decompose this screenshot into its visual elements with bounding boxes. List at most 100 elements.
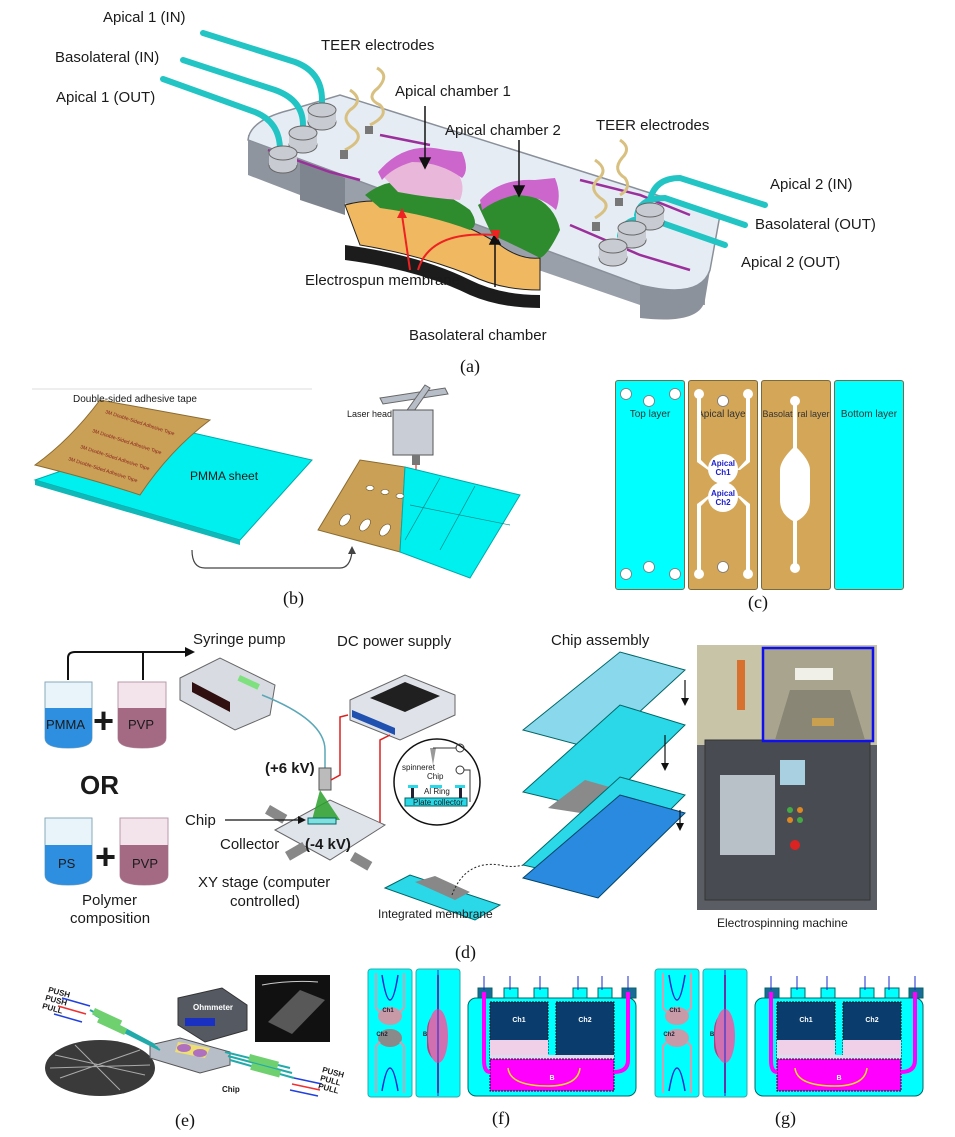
right-connectors xyxy=(598,202,665,267)
label-ps: PS xyxy=(58,856,76,871)
assembly-arrows xyxy=(664,680,686,825)
label-pvp-1: PVP xyxy=(128,717,155,732)
hv-wire-positive xyxy=(330,714,349,781)
label-apical-ch1-a: Apical xyxy=(711,459,735,468)
teer-electrodes-right xyxy=(592,138,630,220)
panel-a: Apical 1 (IN) Basolateral (IN) Apical 1 … xyxy=(0,0,955,380)
laser-cut-tape-sheet xyxy=(317,459,406,553)
label-electrospinning-machine: Electrospinning machine xyxy=(717,916,848,930)
tube-basolateral-in xyxy=(180,57,306,133)
caption-b: (b) xyxy=(283,588,304,608)
membrane-red-arrows xyxy=(401,214,496,271)
label-dc-power-supply: DC power supply xyxy=(337,633,452,650)
label-inset-chip: Chip xyxy=(427,772,444,781)
laser-cut-pmma-sheet xyxy=(399,466,521,579)
layer-apical-label: Apical layer xyxy=(697,409,749,420)
apical-channels xyxy=(694,389,753,579)
assembly-top-layer xyxy=(521,651,687,751)
tube-apical2-in xyxy=(647,174,768,208)
label-minus-4kv: (-4 kV) xyxy=(305,836,351,853)
panel-e-teer-setup xyxy=(45,975,330,1097)
hv-wire-negative xyxy=(379,734,391,825)
label-xy-stage-2: controlled) xyxy=(230,893,301,910)
panel-a-device-illustration xyxy=(160,30,768,320)
flow-arrows-right xyxy=(289,1077,323,1097)
left-connectors xyxy=(268,102,337,174)
label-integrated-membrane: Integrated membrane xyxy=(378,907,493,921)
caption-c: (c) xyxy=(748,592,768,612)
label-teer-electrodes-right: TEER electrodes xyxy=(596,117,710,134)
label-chip-assembly: Chip assembly xyxy=(551,632,650,649)
assembly-bottom-layer xyxy=(521,794,686,899)
beaker-pvp-2 xyxy=(119,817,169,886)
port-holes xyxy=(620,388,729,580)
label-double-sided-tape: Double-sided adhesive tape xyxy=(73,394,197,405)
electrospun-membrane-green-1 xyxy=(365,181,475,230)
layer-bottom-label: Bottom layer xyxy=(840,409,898,420)
caption-e: (e) xyxy=(175,1110,195,1130)
layer-top-label: Top layer xyxy=(629,409,671,420)
beaker-pvp-1 xyxy=(117,681,167,749)
label-basolateral-chamber: Basolateral chamber xyxy=(409,327,547,344)
label-pvp-2: PVP xyxy=(132,856,159,871)
label-plus-6kv: (+6 kV) xyxy=(265,760,315,777)
electrospinning-photo xyxy=(697,645,877,910)
apical-chamber-1-cells xyxy=(382,157,463,200)
adhesive-tape-sheet xyxy=(33,399,212,496)
dc-power-supply xyxy=(349,674,456,741)
label-apical1-out: Apical 1 (OUT) xyxy=(56,89,156,106)
annotation-arrows xyxy=(418,106,526,287)
label-apical2-out: Apical 2 (OUT) xyxy=(741,254,841,271)
caption-d: (d) xyxy=(455,942,476,962)
label-inset-plate-collector: Plate collector xyxy=(413,798,464,807)
layer-bottom: Bottom layer xyxy=(834,380,904,590)
panel-d: Syringe pump DC power supply Chip assemb… xyxy=(0,620,955,962)
feed-tube xyxy=(261,694,326,768)
label-polymer-composition-2: composition xyxy=(70,910,151,927)
label-laser-head: Laser head xyxy=(347,409,393,419)
chip-photo xyxy=(255,975,330,1042)
caption-g: (g) xyxy=(775,1108,796,1128)
chip-device xyxy=(149,1037,231,1074)
label-plus-1: + xyxy=(93,700,115,741)
basolateral-channel xyxy=(780,396,810,573)
label-pmma: PMMA xyxy=(46,717,85,732)
label-apical-ch2-a: Apical xyxy=(711,489,735,498)
caption-f: (f) xyxy=(492,1108,510,1128)
membrane-sem-image xyxy=(45,1040,155,1096)
label-apical-chamber-1: Apical chamber 1 xyxy=(395,83,511,100)
label-polymer-composition-1: Polymer xyxy=(82,892,138,909)
label-chip-e: Chip xyxy=(222,1085,240,1094)
label-or: OR xyxy=(80,770,119,800)
label-basolateral-in: Basolateral (IN) xyxy=(55,49,160,66)
teer-electrodes-left xyxy=(344,66,386,152)
label-collector: Collector xyxy=(220,836,280,853)
panel-d-electrospinning-illustration xyxy=(44,645,877,921)
label-plus-2: + xyxy=(95,836,117,877)
label-apical2-in: Apical 2 (IN) xyxy=(770,176,853,193)
label-ohmmeter: Ohmmeter xyxy=(193,1003,234,1012)
xy-stage xyxy=(265,790,387,871)
apical-chamber-1-wall xyxy=(378,147,466,180)
beaker-pmma xyxy=(44,681,93,749)
beaker-ps xyxy=(44,817,93,886)
label-apical-ch2-b: Ch2 xyxy=(715,498,731,507)
panel-c: Top layer Apical layer Basolateral layer… xyxy=(580,380,955,620)
label-apical1-in: Apical 1 (IN) xyxy=(103,9,186,26)
tube-apical1-in xyxy=(200,30,325,111)
label-chip: Chip xyxy=(185,812,216,829)
syringes-right xyxy=(224,1051,295,1079)
label-inset-spinneret: spinneret xyxy=(402,763,435,772)
label-syringe-pump: Syringe pump xyxy=(193,631,286,648)
label-basolateral-out: Basolateral (OUT) xyxy=(755,216,876,233)
flow-arrows-left xyxy=(53,997,91,1023)
inset-schematic xyxy=(393,738,481,826)
panel-b: 3M Double-Sided Adhesive Tape 3M Double-… xyxy=(0,380,580,620)
integrated-membrane xyxy=(383,874,502,921)
ohmmeter xyxy=(177,987,248,1043)
basolateral-chamber-floor xyxy=(345,245,540,308)
label-electrospun-membrane: Electrospun membrane xyxy=(305,272,461,289)
feed-arrow xyxy=(67,651,185,680)
label-apical-chamber-2: Apical chamber 2 xyxy=(445,122,561,139)
process-arrow xyxy=(191,549,353,569)
